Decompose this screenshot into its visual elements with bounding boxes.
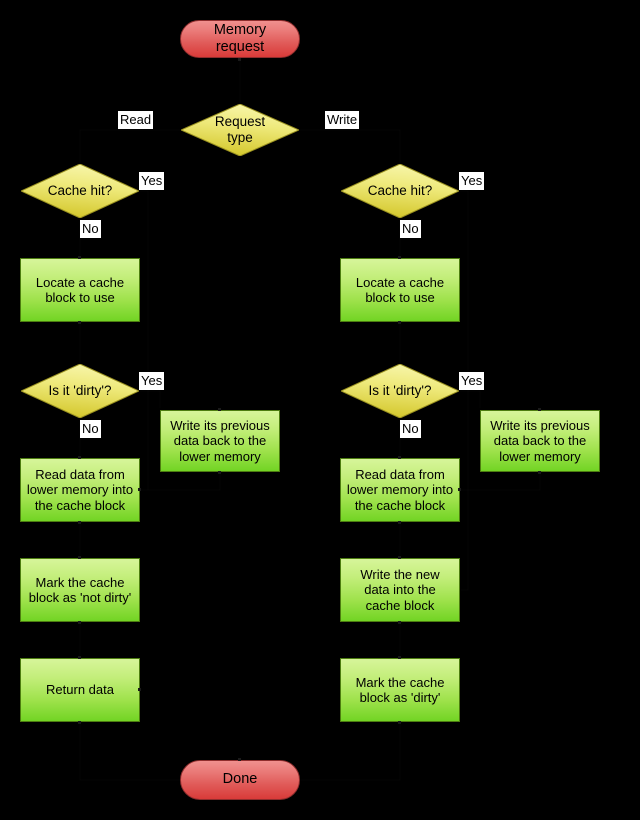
process-read-return-data-label: Return data [46,682,114,698]
terminal-memory-request[interactable]: Memory request [180,20,300,58]
process-read-mark-not-dirty[interactable]: Mark the cache block as 'not dirty' [20,558,140,622]
edge-label-read-dirty-no: No [80,420,101,438]
arrow-nub-read-writeback-out [218,471,221,474]
decision-read-is-dirty[interactable]: Is it 'dirty'? [21,364,139,418]
decision-read-cache-hit-label: Cache hit? [47,183,113,199]
arrow-nub-read-return-in [78,656,81,659]
edge-label-write: Write [325,111,360,129]
process-read-return-data[interactable]: Return data [20,658,140,722]
diamond-shape-write-is-dirty [341,364,459,418]
edge-label-read-hit-yes: Yes [139,172,165,190]
process-read-fill-block-label: Read data from lower memory into the cac… [26,467,134,513]
arrow-nub-write-mark-in [398,656,401,659]
arrow-nub-read-locate-in [78,256,81,259]
process-write-fill-block-label: Read data from lower memory into the cac… [346,467,454,513]
arrow-nub-write-fill-out [398,521,401,524]
arrow-nub-write-store-out [398,621,401,624]
decision-write-cache-hit[interactable]: Cache hit? [341,164,459,218]
arrow-nub-done-in [238,758,241,761]
process-read-locate-block[interactable]: Locate a cache block to use [20,258,140,322]
decision-read-cache-hit[interactable]: Cache hit? [21,164,139,218]
arrow-nub-read-locate-out [78,321,81,324]
arrow-nub-read-fill-side [138,488,141,491]
arrow-nub-read-writeback-in [218,408,221,411]
process-write-store-data-label: Write the new data into the cache block [360,567,440,613]
decision-request-type[interactable]: Request type [181,104,299,156]
arrow-nub-write-fill-side [458,488,461,491]
arrow-nub-write-writeback-in [538,408,541,411]
process-write-writeback-label: Write its previous data back to the lowe… [490,418,590,464]
process-read-mark-not-dirty-label: Mark the cache block as 'not dirty' [28,574,132,605]
process-write-fill-block[interactable]: Read data from lower memory into the cac… [340,458,460,522]
decision-read-is-dirty-label: Is it 'dirty'? [48,383,112,399]
arrow-nub-write-fill-in [398,456,401,459]
edge-label-write-hit-yes: Yes [459,172,485,190]
process-write-locate-block[interactable]: Locate a cache block to use [340,258,460,322]
terminal-done-label: Done [222,771,258,788]
arrow-nub-read-mark-out [78,621,81,624]
edge-label-read-dirty-yes: Yes [139,372,165,390]
arrow-nub-write-locate-in [398,256,401,259]
decision-write-is-dirty-label: Is it 'dirty'? [368,383,432,399]
arrow-nub-write-mark-out [398,721,401,724]
arrow-nub-read-fill-out [78,521,81,524]
arrow-nub-read-return-side [138,688,141,691]
diamond-shape-read-is-dirty [21,364,139,418]
edge-label-write-dirty-no: No [400,420,421,438]
arrow-nub-write-locate-out [398,321,401,324]
diamond-shape-write-cache-hit [341,164,459,218]
arrow-nub-write-store-in [398,556,401,559]
edge-label-read-hit-no: No [80,220,101,238]
edge-label-write-dirty-yes: Yes [459,372,485,390]
decision-request-type-label: Request type [214,114,266,145]
diamond-shape-read-cache-hit [21,164,139,218]
terminal-done[interactable]: Done [180,760,300,800]
edge-label-write-hit-no: No [400,220,421,238]
process-read-writeback[interactable]: Write its previous data back to the lowe… [160,410,280,472]
process-write-store-data[interactable]: Write the new data into the cache block [340,558,460,622]
process-write-locate-block-label: Locate a cache block to use [355,274,445,305]
process-read-locate-block-label: Locate a cache block to use [35,274,125,305]
arrow-nub-read-return-out [78,721,81,724]
process-write-mark-dirty-label: Mark the cache block as 'dirty' [355,674,445,705]
arrow-nub-read-fill-in [78,456,81,459]
process-read-fill-block[interactable]: Read data from lower memory into the cac… [20,458,140,522]
arrow-nub-write-writeback-out [538,471,541,474]
decision-write-is-dirty[interactable]: Is it 'dirty'? [341,364,459,418]
arrow-nub-start-out [238,58,241,61]
diamond-shape-request-type [181,104,299,156]
edge-label-read: Read [118,111,154,129]
process-read-writeback-label: Write its previous data back to the lowe… [170,418,270,464]
decision-write-cache-hit-label: Cache hit? [367,183,433,199]
arrow-nub-read-mark-in [78,556,81,559]
terminal-memory-request-label: Memory request [213,21,267,55]
process-write-mark-dirty[interactable]: Mark the cache block as 'dirty' [340,658,460,722]
process-write-writeback[interactable]: Write its previous data back to the lowe… [480,410,600,472]
